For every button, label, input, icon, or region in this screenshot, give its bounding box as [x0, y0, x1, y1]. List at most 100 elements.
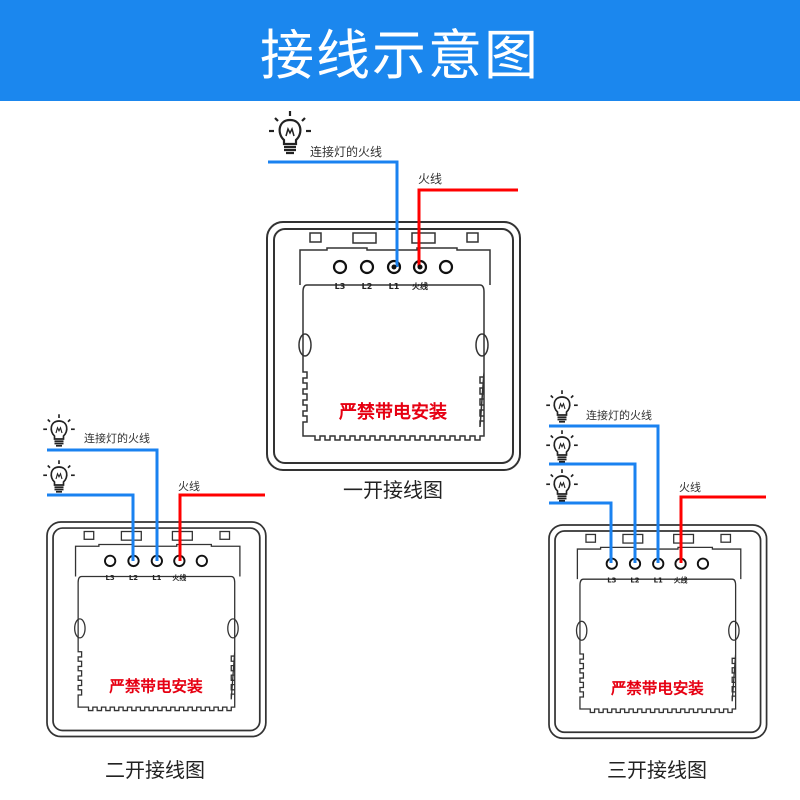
bulb-ray — [47, 418, 51, 423]
warning-text: 严禁带电安装 — [610, 679, 704, 698]
bulb-filament — [285, 126, 295, 137]
bulb-ray — [570, 473, 574, 478]
terminal-label: 火线 — [674, 576, 688, 585]
light-bulb-icon — [546, 430, 578, 463]
light-bulb-icon — [269, 111, 311, 155]
bulb-glass — [553, 396, 571, 416]
mounting-tab — [171, 530, 193, 541]
mounting-tab — [466, 232, 479, 243]
light-bulb-icon — [546, 469, 578, 502]
lamp-wire-label: 连接灯的火线 — [586, 408, 652, 422]
bulb-base — [284, 145, 296, 155]
mounting-tab — [585, 533, 597, 543]
mounting-tab — [120, 530, 142, 541]
bulb-filament — [55, 472, 63, 480]
terminal-screw — [696, 557, 710, 570]
bulb-ray — [67, 464, 71, 469]
mounting-tab — [411, 232, 436, 244]
terminal-screw — [195, 554, 208, 568]
live-wire-label: 火线 — [178, 479, 200, 493]
terminal-label: 火线 — [412, 281, 428, 291]
bulb-glass — [50, 420, 68, 440]
live-wire — [417, 188, 518, 267]
mounting-tab — [219, 530, 231, 540]
warning-text: 严禁带电安装 — [108, 677, 203, 696]
bulb-filament — [558, 402, 566, 410]
bulb-glass — [278, 118, 302, 146]
lamp-wire-label: 连接灯的火线 — [84, 431, 150, 445]
terminal-contact — [417, 264, 423, 270]
mounting-hole — [227, 618, 239, 639]
terminal-label: 火线 — [172, 573, 186, 582]
terminal-label: L1 — [152, 574, 161, 582]
mounting-tab — [309, 232, 322, 243]
header-banner: 接线示意图 — [0, 0, 800, 101]
terminal-label: L1 — [389, 282, 400, 291]
bulb-base — [557, 416, 567, 423]
mounting-hole — [298, 333, 312, 357]
bulb-ray — [67, 418, 71, 423]
terminal-label: L1 — [654, 577, 663, 585]
terminal-contact — [391, 264, 397, 270]
bulb-base — [557, 456, 567, 463]
terminal-block — [74, 543, 241, 577]
bulb-ray — [47, 464, 51, 469]
caption-two-gang: 二开接线图 — [105, 758, 205, 782]
terminal-label: L3 — [607, 577, 616, 585]
mounting-tab — [673, 533, 695, 544]
bulb-ray — [570, 394, 574, 399]
terminal-screw — [332, 259, 348, 275]
lamp-wire — [268, 160, 399, 267]
lamp-wire — [549, 501, 613, 563]
bulb-filament — [558, 442, 566, 450]
terminal-label: L2 — [630, 577, 639, 585]
bulb-ray — [550, 394, 554, 399]
mounting-tab — [352, 232, 377, 244]
bulb-base — [557, 495, 567, 502]
light-bulb-icon — [43, 414, 75, 447]
switch-body — [77, 575, 236, 712]
terminal-label: L2 — [362, 282, 373, 291]
caption-three-gang: 三开接线图 — [607, 758, 707, 782]
lamp-wire — [47, 448, 159, 561]
switch-body — [302, 284, 485, 441]
bulb-filament — [55, 426, 63, 434]
bulb-ray — [550, 473, 554, 478]
caption-one-gang: 一开接线图 — [343, 478, 443, 502]
mounting-tab — [622, 533, 644, 544]
panel-inner-frame — [273, 228, 514, 464]
panel-outer-frame — [266, 221, 521, 471]
terminal-label: L2 — [129, 574, 138, 582]
mounting-tab — [83, 530, 95, 540]
terminal-block — [299, 247, 491, 285]
bulb-ray — [550, 434, 554, 439]
mounting-hole — [575, 620, 588, 641]
bulb-ray — [301, 117, 306, 122]
warning-text: 严禁带电安装 — [339, 401, 447, 423]
terminal-screw — [359, 259, 375, 275]
bulb-glass — [553, 436, 571, 456]
live-wire — [679, 495, 766, 563]
bulb-filament — [558, 481, 566, 489]
lamp-wire — [549, 424, 660, 563]
page-title: 接线示意图 — [260, 24, 540, 87]
live-wire-label: 火线 — [679, 480, 701, 494]
lamp-wire — [47, 493, 135, 561]
bulb-glass — [50, 466, 68, 486]
bulb-ray — [274, 117, 279, 122]
mounting-hole — [728, 620, 740, 641]
mounting-hole — [74, 618, 86, 639]
mounting-hole — [475, 333, 489, 357]
mounting-tab — [720, 533, 732, 543]
bulb-base — [54, 486, 64, 493]
terminal-label: L3 — [106, 574, 115, 582]
live-wire — [178, 493, 265, 561]
lamp-wire — [549, 462, 637, 563]
bulb-base — [54, 440, 64, 447]
light-bulb-icon — [546, 390, 578, 423]
bulb-glass — [553, 475, 571, 495]
lamp-wire-label: 连接灯的火线 — [310, 144, 382, 159]
live-wire-label: 火线 — [418, 172, 442, 186]
